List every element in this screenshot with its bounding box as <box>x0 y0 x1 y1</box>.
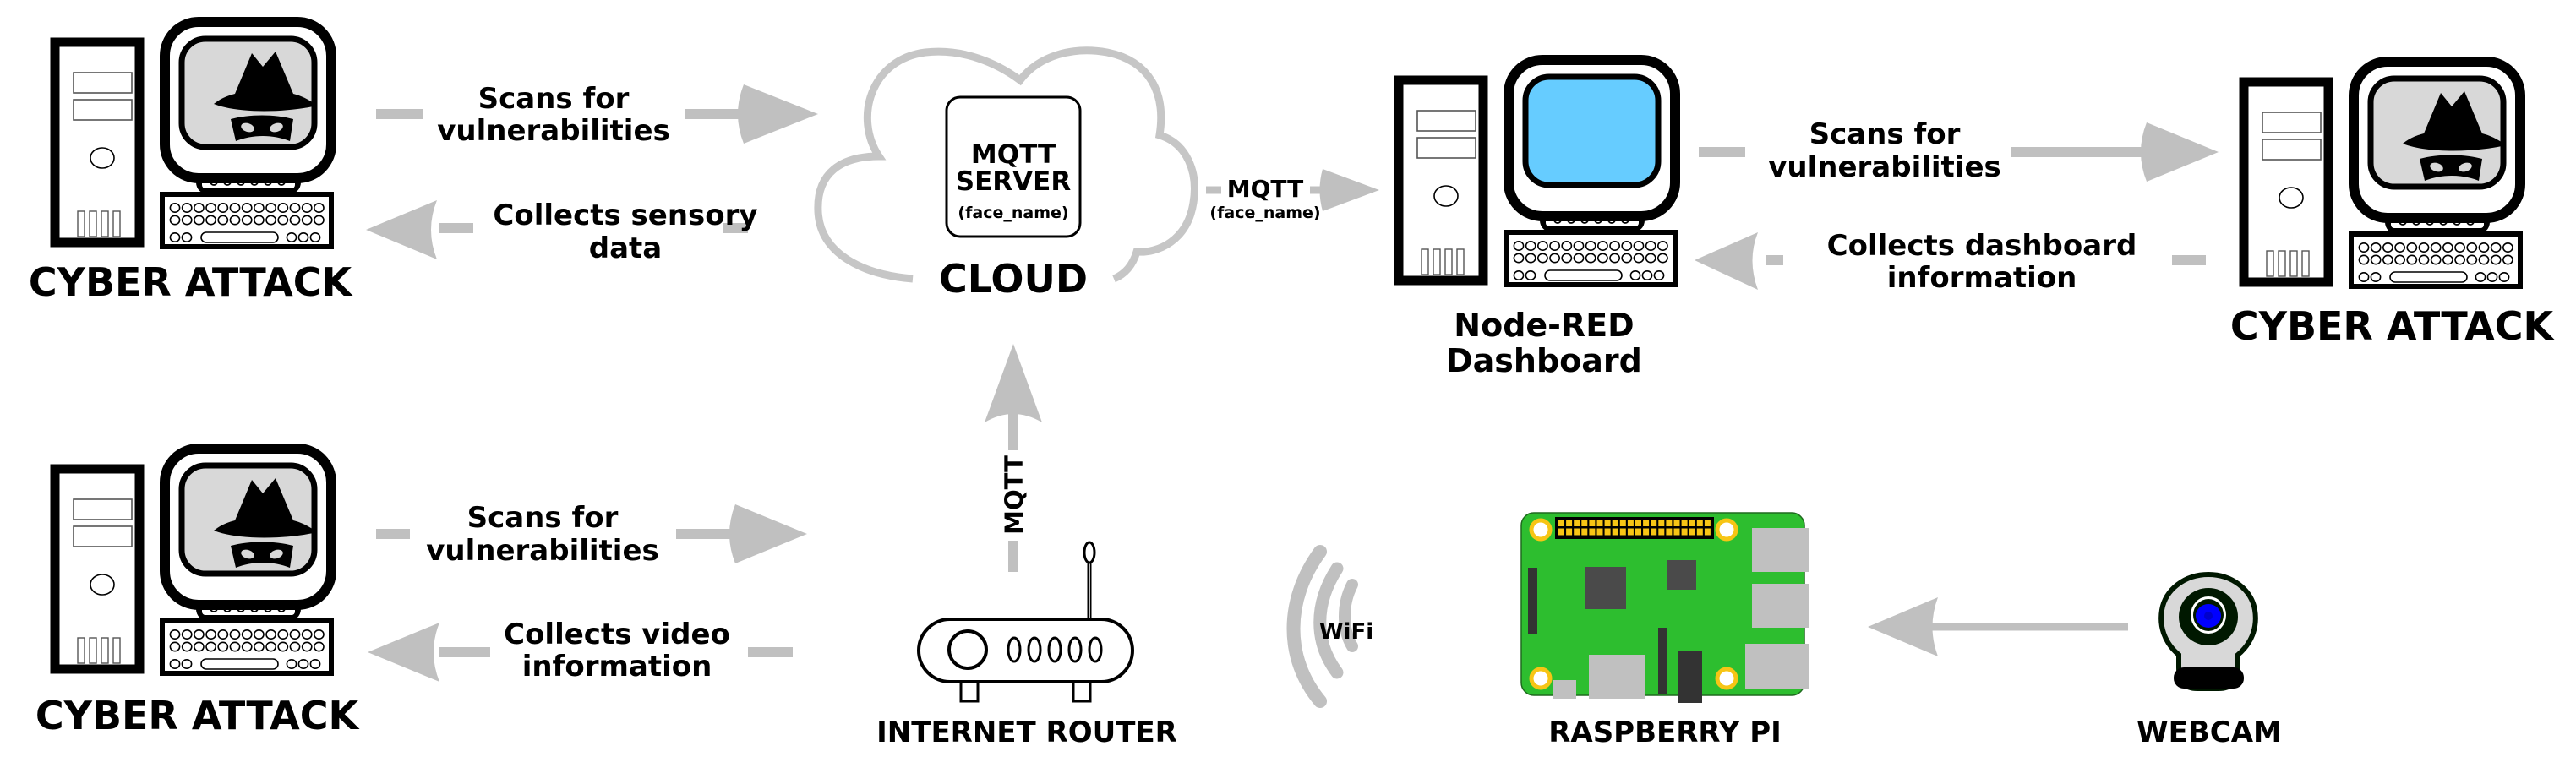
webcam-node: WEBCAM <box>2137 571 2282 749</box>
server-label-line2: SERVER <box>956 166 1072 197</box>
edge-label: vulnerabilities <box>1768 150 2001 184</box>
edge-label: information <box>1887 261 2077 295</box>
edge-top-right-scan: Scans for vulnerabilities <box>1699 117 2219 184</box>
edge-label: (face_name) <box>1209 204 1320 222</box>
edge-top-left-collect: Collects sensory data <box>366 199 758 265</box>
dashboard-node: Node-RED Dashboard <box>1399 55 1680 379</box>
arrow-up-icon <box>985 344 1042 422</box>
arrow-right-icon <box>738 84 818 144</box>
attacker-label: CYBER ATTACK <box>29 259 354 305</box>
server-label-line3: (face_name) <box>958 204 1068 222</box>
dashboard-label-line2: Dashboard <box>1446 342 1642 379</box>
wifi-icon <box>1286 545 1358 708</box>
edge-label: Scans for <box>478 82 630 116</box>
edge-label: MQTT <box>1227 175 1304 203</box>
edge-router-to-cloud: MQTT <box>985 344 1042 572</box>
edge-top-left-scan: Scans for vulnerabilities <box>376 82 818 148</box>
dashboard-screen <box>1522 73 1662 188</box>
attacker-label: CYBER ATTACK <box>35 693 361 738</box>
edge-label: Collects sensory <box>493 199 757 232</box>
edge-label: vulnerabilities <box>426 534 659 568</box>
server-label-line1: MQTT <box>971 139 1056 170</box>
router-node: INTERNET ROUTER <box>876 541 1177 749</box>
arrow-left-icon <box>1695 232 1758 290</box>
edge-label: Collects video <box>504 618 730 651</box>
arrow-right-icon <box>729 504 807 563</box>
dashboard-label-line1: Node-RED <box>1454 307 1634 344</box>
hacker-computer-icon <box>55 17 336 247</box>
pi-label: RASPBERRY PI <box>1548 716 1782 749</box>
edge-label: data <box>589 231 662 265</box>
edge-top-right-collect: Collects dashboard information <box>1695 229 2206 295</box>
arrow-left-icon <box>1868 597 1938 656</box>
mqtt-server-box <box>945 95 1082 238</box>
edge-cloud-to-dashboard: MQTT (face_name) <box>1206 169 1379 222</box>
cloud-label: CLOUD <box>939 256 1088 302</box>
cloud-node: MQTT SERVER (face_name) CLOUD <box>814 46 1198 302</box>
attacker-top-right: CYBER ATTACK <box>2230 57 2556 349</box>
edge-bottom-left-collect: Collects video information <box>368 618 793 683</box>
edge-bottom-left-scan: Scans for vulnerabilities <box>376 501 807 568</box>
hacker-computer-icon <box>2244 57 2525 286</box>
desktop-computer-icon <box>1399 55 1680 285</box>
edge-label: Scans for <box>467 501 619 535</box>
webcam-icon <box>2158 571 2258 691</box>
wifi-node: WiFi <box>1286 545 1373 708</box>
router-icon <box>917 541 1134 703</box>
edge-label: Collects dashboard <box>1827 229 2137 263</box>
edge-label: MQTT <box>1000 455 1029 535</box>
arrow-right-icon <box>2141 122 2219 182</box>
edge-label: Scans for <box>1809 117 1961 151</box>
edge-label: vulnerabilities <box>437 114 670 148</box>
edge-label: information <box>522 650 712 683</box>
attacker-label: CYBER ATTACK <box>2230 303 2556 349</box>
pi-node: RASPBERRY PI <box>1520 512 1809 749</box>
wifi-label: WiFi <box>1319 619 1373 645</box>
router-label: INTERNET ROUTER <box>876 716 1177 749</box>
raspberry-pi-board-icon <box>1520 512 1809 703</box>
attacker-bottom-left: CYBER ATTACK <box>35 444 361 738</box>
cloud-icon <box>814 46 1198 283</box>
webcam-label: WEBCAM <box>2137 716 2282 749</box>
attacker-top-left: CYBER ATTACK <box>29 17 354 305</box>
arrow-right-icon <box>1319 169 1379 211</box>
hacker-computer-icon <box>55 444 336 673</box>
arrow-left-icon <box>368 623 439 682</box>
edge-webcam-to-pi <box>1868 597 2128 656</box>
arrow-left-icon <box>366 200 437 259</box>
